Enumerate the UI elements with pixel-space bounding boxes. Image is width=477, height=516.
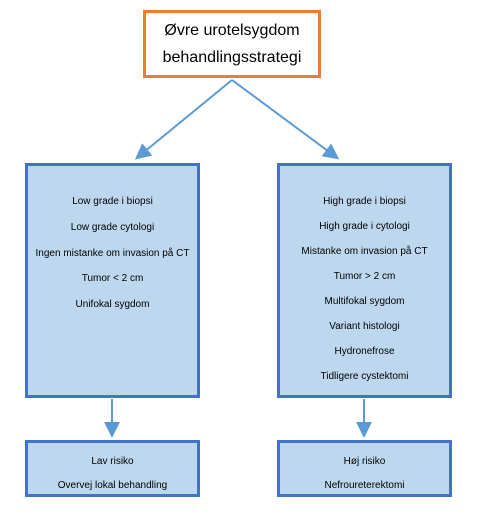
- low-risk-outcome-box: Lav risiko Overvej lokal behandling: [25, 440, 200, 497]
- treatment-label: Overvej lokal behandling: [57, 480, 168, 491]
- high-risk-outcome-box: Høj risiko Nefroureterektomi: [277, 440, 452, 497]
- criteria-item: Tidligere cystektomi: [320, 371, 409, 382]
- criteria-item: Variant histologi: [329, 321, 400, 332]
- criteria-item: Multifokal sygdom: [324, 296, 405, 307]
- low-risk-criteria-box: Low grade i biopsi Low grade cytologi In…: [25, 163, 200, 398]
- criteria-item: Mistanke om invasion på CT: [301, 246, 428, 257]
- criteria-item: Tumor > 2 cm: [333, 271, 396, 282]
- criteria-item: High grade i cytologi: [319, 221, 410, 232]
- arrow-title-to-low: [134, 79, 233, 160]
- criteria-item: Hydronefrose: [334, 346, 395, 357]
- criteria-item: Tumor < 2 cm: [81, 273, 144, 284]
- arrow-title-to-high: [231, 79, 340, 160]
- criteria-item: Unifokal sygdom: [75, 299, 150, 310]
- treatment-label: Nefroureterektomi: [324, 480, 405, 491]
- title-line-2: behandlingsstrategi: [162, 49, 302, 66]
- high-risk-criteria-box: High grade i biopsi High grade i cytolog…: [277, 163, 452, 398]
- title-box: Øvre urotelsygdom behandlingsstrategi: [143, 10, 321, 78]
- risk-label: Lav risiko: [91, 456, 134, 467]
- criteria-item: High grade i biopsi: [323, 196, 406, 207]
- title-line-1: Øvre urotelsygdom: [164, 22, 300, 39]
- criteria-item: Low grade i biopsi: [72, 196, 153, 207]
- criteria-item: Low grade cytologi: [70, 222, 155, 233]
- risk-label: Høj risiko: [343, 456, 386, 467]
- criteria-item: Ingen mistanke om invasion på CT: [35, 248, 190, 259]
